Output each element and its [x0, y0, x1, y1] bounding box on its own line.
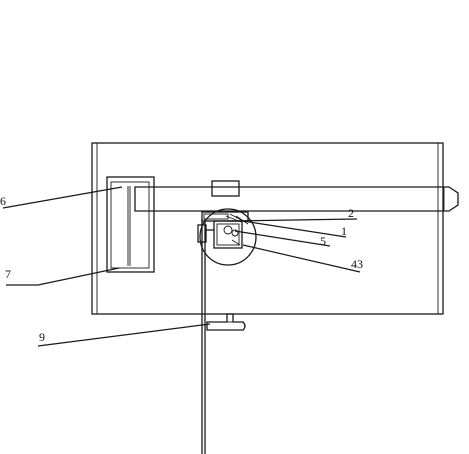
callout-7: 7	[5, 267, 11, 281]
foot-bracket	[206, 313, 246, 331]
horizontal-arm	[134, 186, 459, 212]
callout-9: 9	[39, 330, 45, 344]
callout-43: 43	[351, 257, 363, 271]
left-housing	[106, 176, 155, 273]
callout-5: 5	[320, 234, 326, 248]
callout-6: 6	[0, 194, 6, 208]
leader-lines	[2, 186, 361, 347]
vertical-shaft	[201, 219, 206, 454]
callout-2: 2	[348, 206, 354, 220]
base-frame	[91, 142, 444, 315]
arm-top-block	[211, 180, 240, 197]
callout-1: 1	[341, 224, 347, 238]
pivot-assembly	[197, 208, 257, 266]
